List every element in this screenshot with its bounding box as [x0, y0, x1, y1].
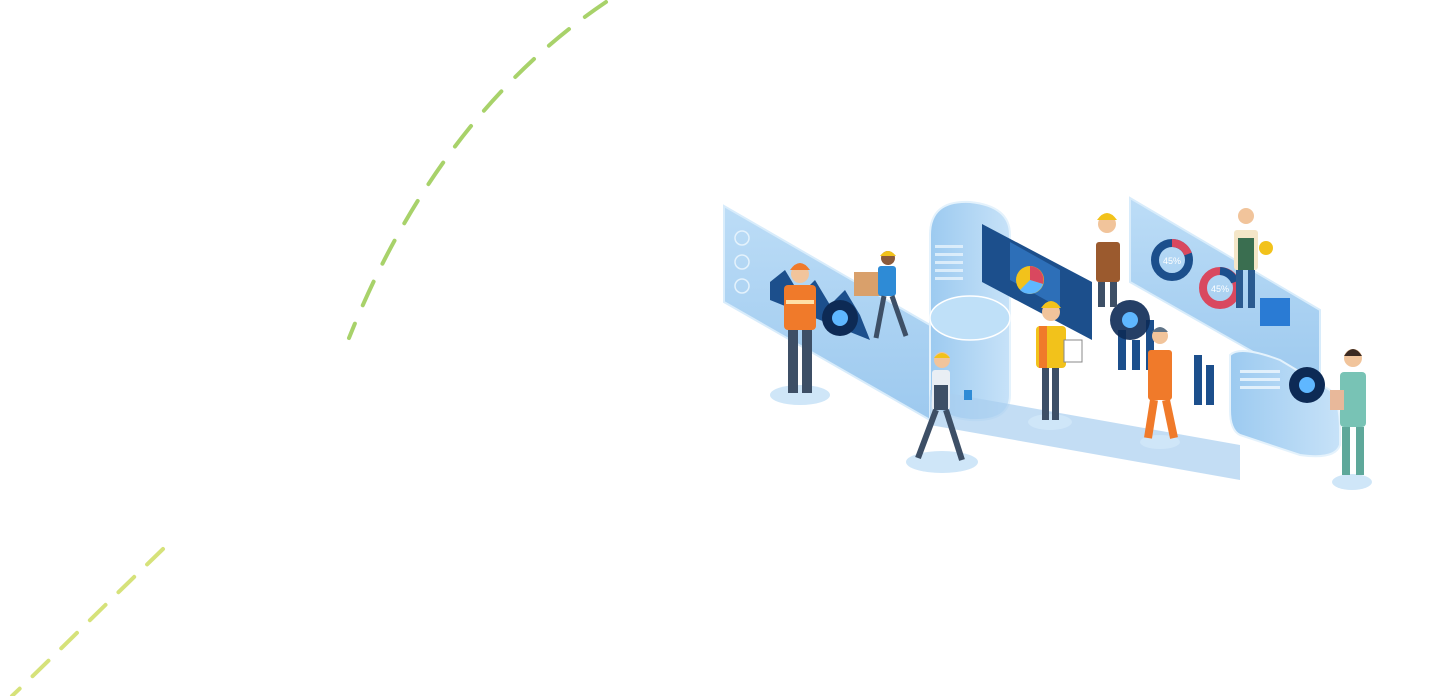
worker-walking-bucket [906, 352, 978, 473]
yellow-green-dashed-curve [10, 547, 165, 696]
worker-brown-jacket [1096, 213, 1120, 307]
worker-with-clipboard [1028, 301, 1083, 430]
donut-chart-a: 45% [1151, 238, 1193, 281]
green-dashed-curve [347, 0, 608, 340]
worker-carrying-box [854, 251, 909, 339]
worker-apron-green [1234, 208, 1273, 308]
donut-b-label: 45% [1211, 284, 1229, 294]
right-cylinder-panel [1229, 350, 1341, 458]
worker-orange-overalls [1140, 327, 1180, 449]
middle-lower-strip [930, 390, 1240, 480]
worker-orange-vest [770, 263, 830, 405]
isometric-dashboard-illustration: 45% 45% [723, 196, 1372, 490]
middle-dark-panel [982, 224, 1092, 340]
bar-chart-panel [1110, 300, 1214, 405]
medical-worker-scrubs [1330, 349, 1372, 490]
donut-a-label: 45% [1163, 256, 1181, 266]
